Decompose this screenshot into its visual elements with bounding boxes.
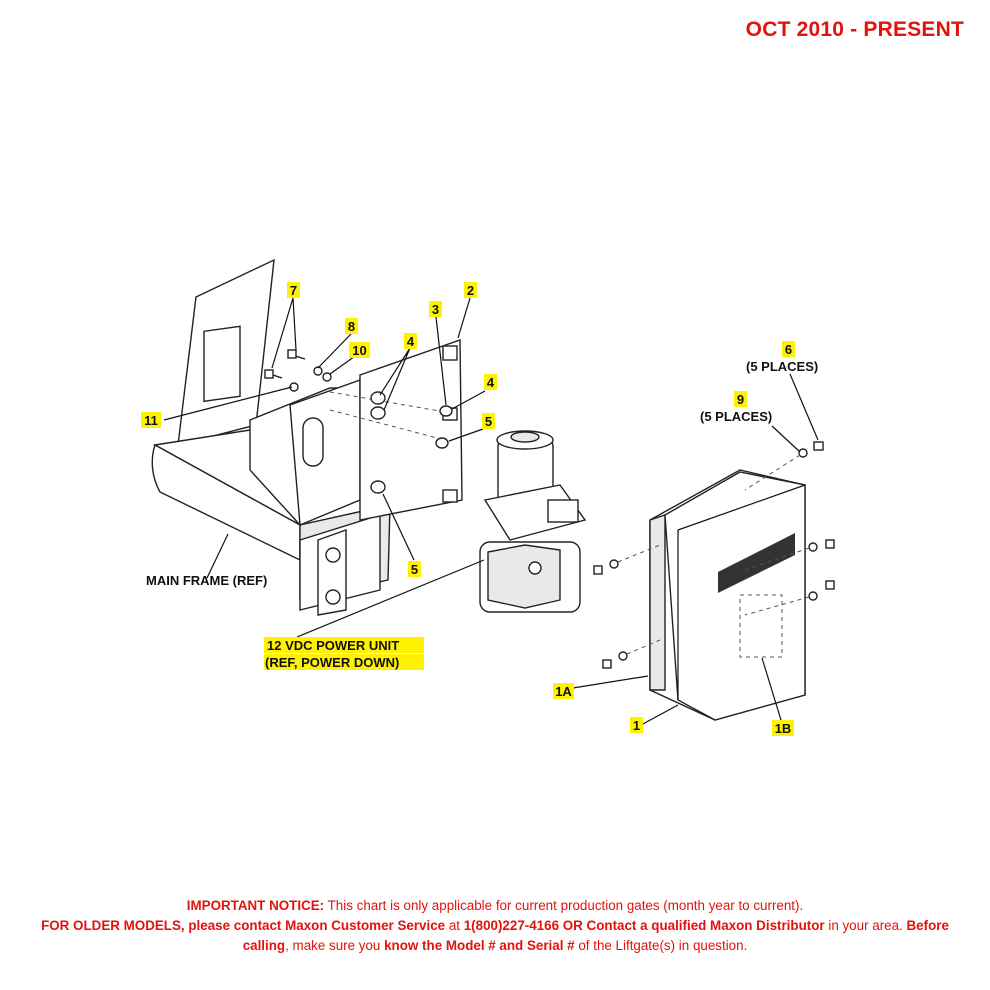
svg-text:7: 7 xyxy=(290,283,297,298)
callout-9: 9 xyxy=(734,391,747,407)
cover-box-drawing: MAXON xyxy=(649,469,806,721)
svg-text:3: 3 xyxy=(432,302,439,317)
notice-line-2: FOR OLDER MODELS, please contact Maxon C… xyxy=(41,918,949,953)
label-power-unit-line1: 12 VDC POWER UNIT xyxy=(267,638,399,653)
callout-8: 8 xyxy=(345,318,358,334)
callout-2: 2 xyxy=(464,282,477,298)
callout-11: 11 xyxy=(141,412,161,428)
svg-text:8: 8 xyxy=(348,319,355,334)
leader-lines xyxy=(163,297,819,726)
notice-line-1: IMPORTANT NOTICE: This chart is only app… xyxy=(186,898,804,913)
callout-7: 7 xyxy=(287,282,300,298)
callout-1: 1 xyxy=(630,717,643,733)
callout-4-left: 4 xyxy=(404,333,417,349)
box-screws-drawing xyxy=(593,441,835,669)
svg-text:11: 11 xyxy=(144,413,158,428)
label-power-unit-line2: (REF, POWER DOWN) xyxy=(265,655,399,670)
callout-6: 6 xyxy=(782,341,795,357)
callout-1b: 1B xyxy=(772,720,794,736)
svg-text:4: 4 xyxy=(487,375,495,390)
label-main-frame: MAIN FRAME (REF) xyxy=(146,573,267,588)
svg-text:6: 6 xyxy=(785,342,792,357)
svg-text:5: 5 xyxy=(411,562,418,577)
hardware-drawing xyxy=(264,349,453,494)
svg-text:1A: 1A xyxy=(555,684,572,699)
svg-text:5: 5 xyxy=(485,414,492,429)
callout-1a: 1A xyxy=(553,683,574,699)
main-frame-drawing xyxy=(151,258,392,616)
svg-text:1B: 1B xyxy=(775,721,792,736)
svg-text:9: 9 xyxy=(737,392,744,407)
svg-text:2: 2 xyxy=(467,283,474,298)
svg-text:1: 1 xyxy=(633,718,640,733)
label-6-places: (5 PLACES) xyxy=(746,359,818,374)
exploded-parts-diagram: MAXON xyxy=(141,258,835,736)
svg-text:10: 10 xyxy=(352,343,366,358)
svg-text:4: 4 xyxy=(407,334,415,349)
date-range-header: OCT 2010 - PRESENT xyxy=(745,18,964,41)
important-notice: IMPORTANT NOTICE: This chart is only app… xyxy=(40,896,950,956)
callout-4-right: 4 xyxy=(484,374,497,390)
callout-5-right: 5 xyxy=(482,413,495,429)
callout-10: 10 xyxy=(349,342,370,358)
callout-5-lower: 5 xyxy=(408,561,421,577)
label-9-places: (5 PLACES) xyxy=(700,409,772,424)
power-unit-drawing xyxy=(479,430,587,613)
callout-3: 3 xyxy=(429,301,442,317)
